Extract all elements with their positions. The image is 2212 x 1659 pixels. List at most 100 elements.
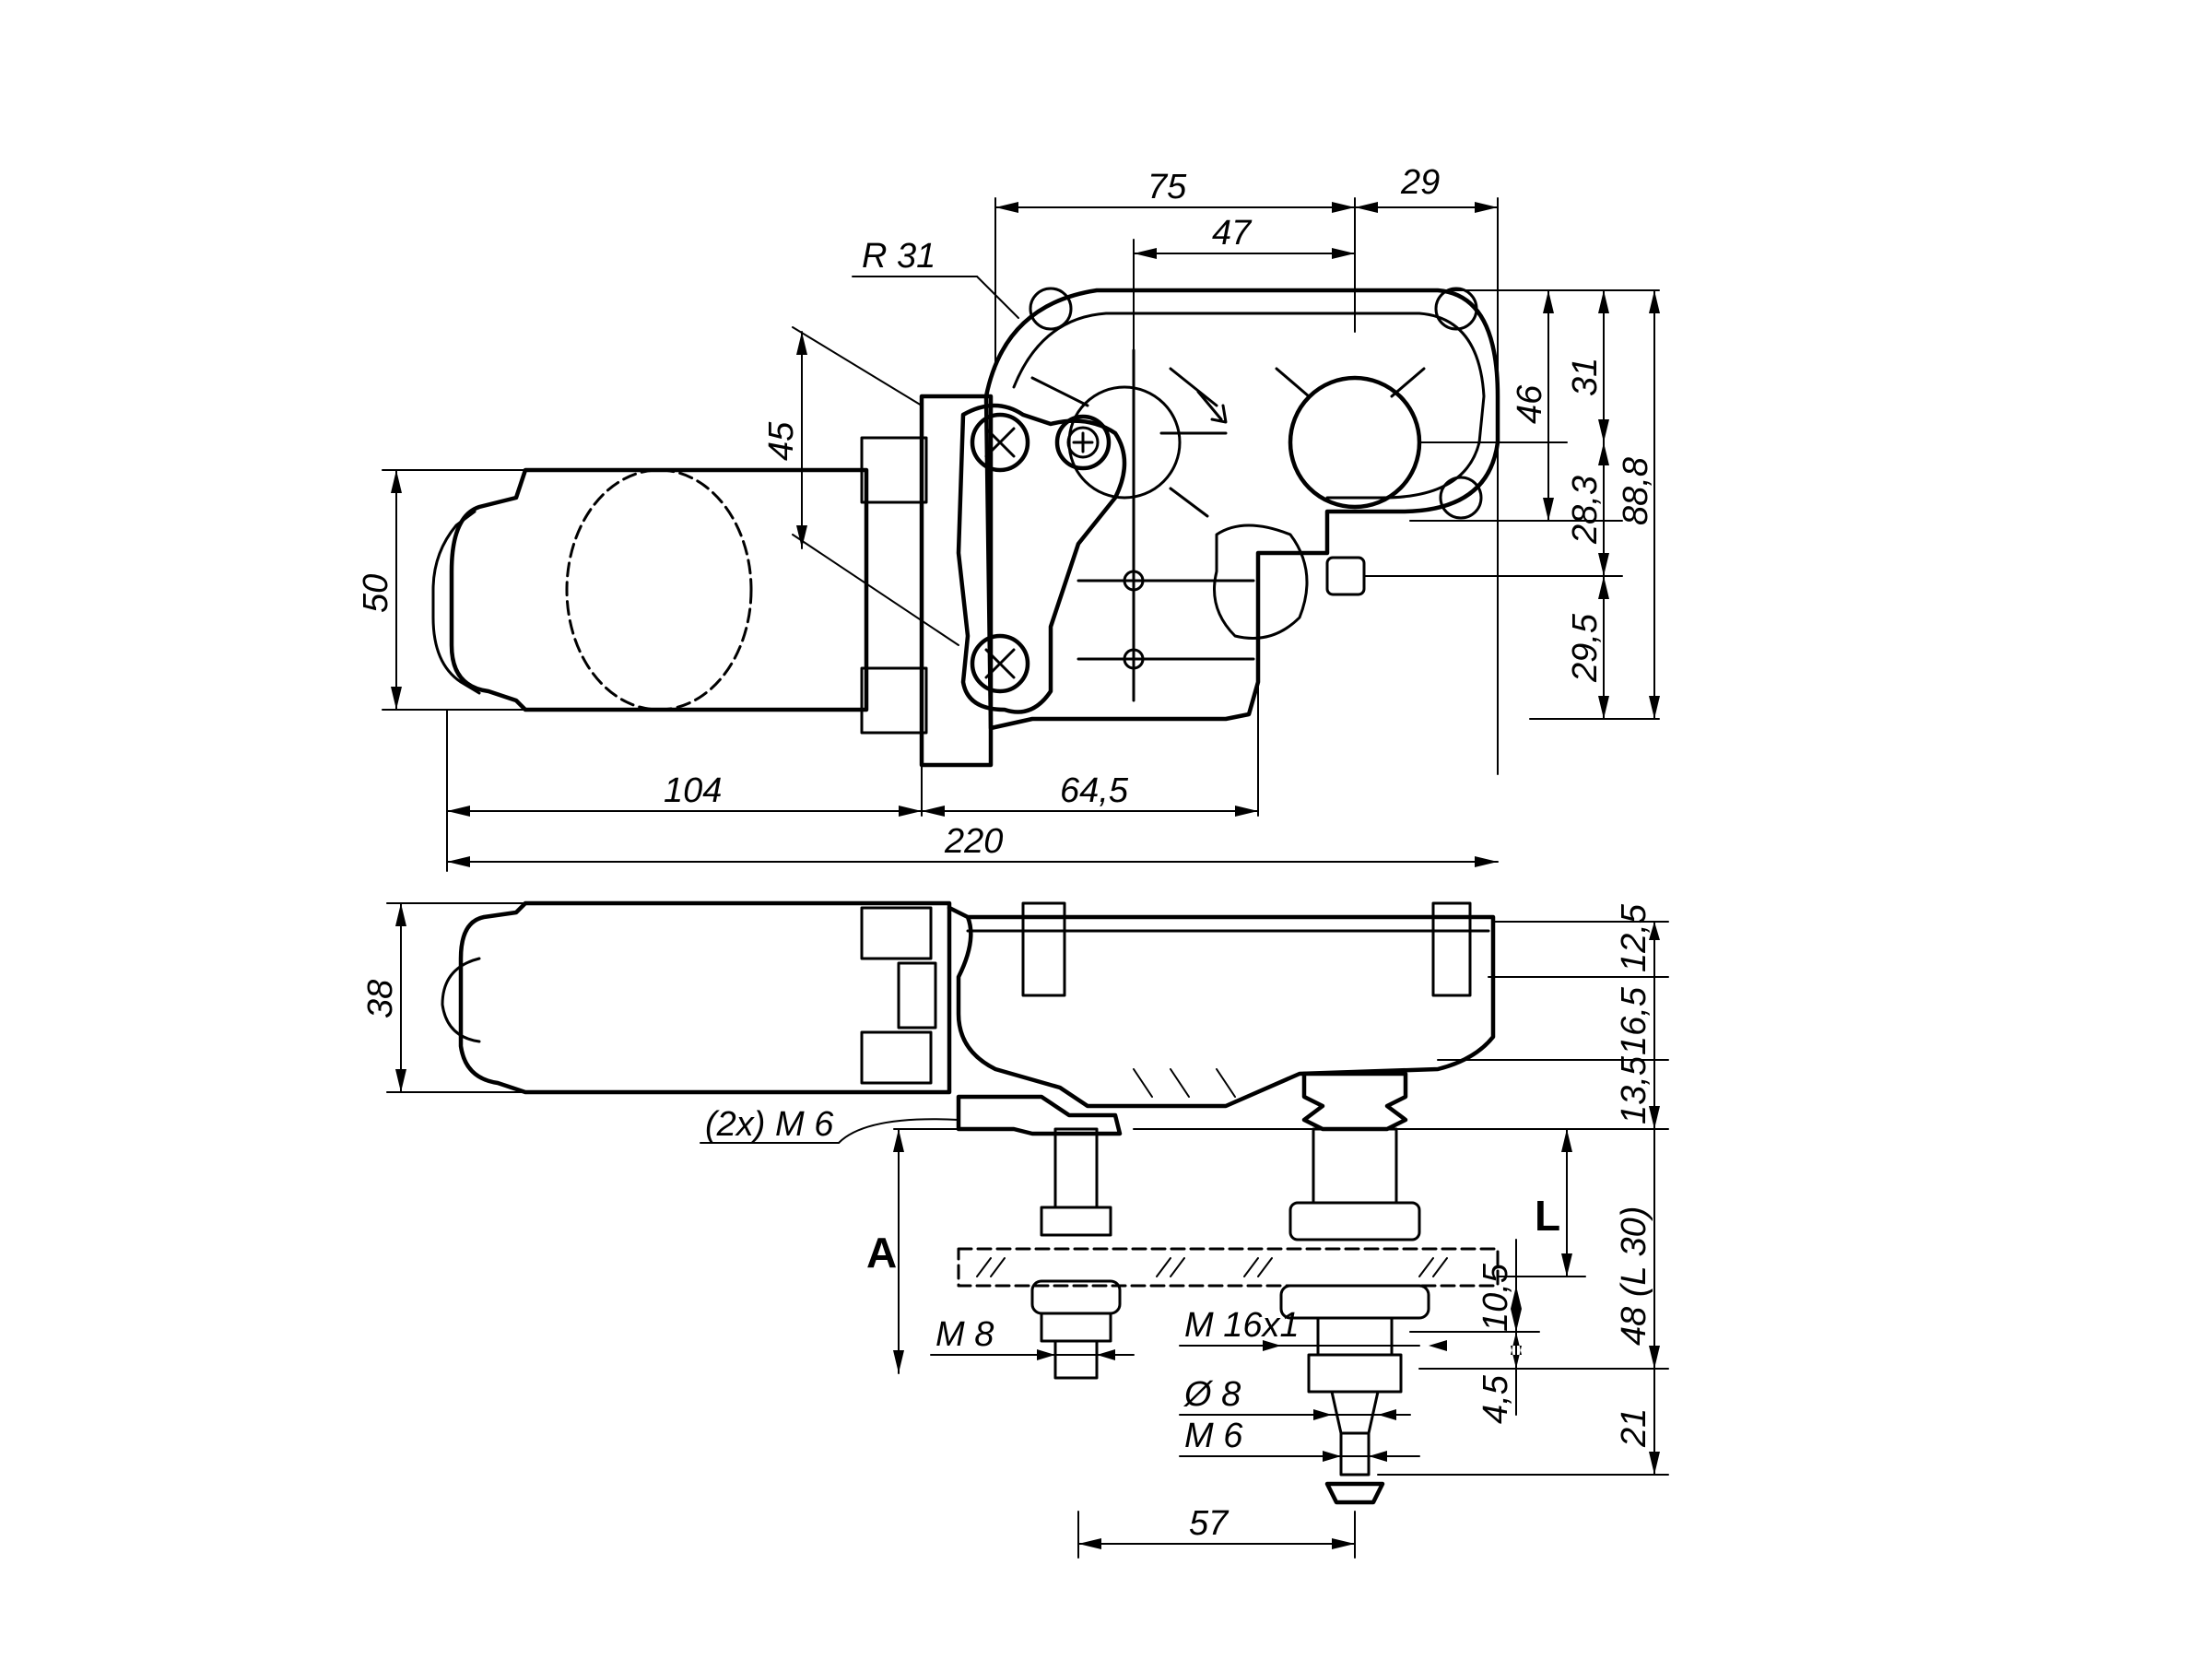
rotation-arrow (1196, 390, 1228, 424)
output-bushing (1316, 1316, 1394, 1357)
output-nut-1 (1288, 1201, 1421, 1241)
dim-38: 38 (361, 980, 400, 1018)
arrows-m8 (1037, 1349, 1115, 1360)
output-shaft (1312, 1127, 1398, 1205)
arrows-38 (395, 903, 406, 1092)
body-panel (957, 1247, 1500, 1288)
arrows-side-stack (1649, 922, 1660, 1475)
bolt-2-inner (1066, 426, 1100, 459)
rib-d4 (1275, 367, 1311, 398)
arrows-dia8 (1313, 1409, 1396, 1420)
dim-4-5: 4,5 (1477, 1374, 1515, 1424)
output-tip (1339, 1431, 1371, 1477)
dim-13-5: 13,5 (1615, 1055, 1653, 1124)
lug-3 (1439, 476, 1483, 520)
label-m8: M 8 (935, 1315, 994, 1354)
output-nut-3 (1307, 1353, 1403, 1394)
dim-220: 220 (944, 822, 1003, 861)
label-m16: M 16x1 (1184, 1306, 1300, 1345)
output-hub (1301, 1071, 1408, 1132)
dim-48-l30: 48 (L 30) (1615, 1206, 1653, 1346)
dim-31: 31 (1566, 358, 1605, 396)
bolt-3 (970, 633, 1030, 694)
dim-l: L (1535, 1192, 1560, 1240)
leader-m6-2x-c (838, 1118, 959, 1144)
stud-left-end (1053, 1339, 1099, 1380)
dim-12-5: 12,5 (1615, 903, 1653, 972)
stud-left (1053, 1127, 1099, 1209)
dim-64-5: 64,5 (1060, 771, 1129, 810)
dim-45: 45 (762, 421, 801, 461)
side-view: 38 12,5 16,5 13,5 48 (L 30) 21 L 10,5 4,… (361, 900, 1669, 1559)
label-bg-75 (1120, 161, 1221, 203)
arrows-46 (1543, 290, 1554, 521)
side-lug-right (1431, 901, 1472, 997)
leader-r31-d (976, 276, 1019, 319)
dim-104: 104 (664, 771, 722, 810)
dim-47: 47 (1212, 214, 1253, 253)
dim-57: 57 (1189, 1504, 1230, 1543)
side-ribs (1133, 1068, 1236, 1098)
nut-left-3 (1040, 1312, 1112, 1343)
motor-body-top (449, 467, 869, 712)
arrows-75-29 (995, 202, 1498, 213)
dim-29-5: 29,5 (1566, 613, 1605, 683)
connector-housing (1213, 524, 1309, 640)
rib-d3 (1169, 487, 1209, 518)
dim-21: 21 (1615, 1408, 1653, 1448)
label-a: A (866, 1229, 897, 1277)
bolt-1-cross (984, 427, 1016, 458)
dim-16-5: 16,5 (1615, 986, 1653, 1055)
bolt-3-cross (984, 648, 1016, 679)
rib-d1 (1030, 376, 1089, 407)
lug-1 (1029, 287, 1073, 331)
label-bg-47 (1198, 212, 1272, 249)
bolt-2-cross (1072, 431, 1094, 453)
rib-node-1 (1123, 570, 1145, 592)
bracket-arm (956, 403, 1127, 714)
label-dia8: Ø 8 (1182, 1375, 1241, 1414)
dim-46: 46 (1511, 384, 1549, 424)
motor-end-cap (431, 510, 481, 695)
arrows-45 (796, 332, 807, 548)
gear-housing (983, 288, 1500, 731)
dim-88-8: 88,8 (1617, 457, 1655, 525)
motor-stub-side (897, 961, 937, 1030)
motor-body-side (458, 900, 952, 1095)
side-lug-left (1021, 901, 1066, 997)
gearbox-side (947, 905, 1496, 1109)
connector-nut (1325, 556, 1366, 596)
motor-block-side-top (860, 906, 933, 960)
ext-45-top (792, 326, 923, 406)
output-nut-2 (1279, 1284, 1430, 1320)
rib-d5 (1390, 367, 1426, 398)
flange-plate (919, 394, 994, 768)
dim-10-5: 10,5 (1477, 1263, 1515, 1332)
dim-75: 75 (1147, 168, 1187, 206)
rib-node-2 (1123, 648, 1145, 670)
arrows-m6 (1323, 1451, 1387, 1462)
label-m6: M 6 (1184, 1417, 1243, 1455)
motor-block-side-bottom (860, 1030, 933, 1085)
dim-28-3: 28,3 (1566, 476, 1605, 545)
arrows-47 (1134, 248, 1355, 259)
mounting-foot (956, 1094, 1123, 1136)
dim-29: 29 (1400, 163, 1440, 202)
motor-block-top (860, 436, 928, 504)
panel-hatch (976, 1257, 1448, 1277)
dim-50: 50 (357, 574, 395, 613)
output-taper (1330, 1390, 1380, 1435)
output-end-cap (1324, 1481, 1385, 1505)
motor-block-bottom (860, 666, 928, 735)
dim-r31: R 31 (862, 237, 935, 276)
arrows-10-4 (1511, 1286, 1522, 1369)
top-view: 75 29 47 R 31 45 50 46 (357, 161, 1660, 872)
bolt-1 (970, 412, 1030, 473)
lug-2 (1434, 287, 1478, 331)
motor-end-cap-side (441, 957, 481, 1043)
bolt-2 (1054, 414, 1112, 471)
ext-45-bottom (792, 534, 959, 646)
nut-left-1 (1040, 1206, 1112, 1237)
motor-rotor-hidden (565, 468, 753, 712)
